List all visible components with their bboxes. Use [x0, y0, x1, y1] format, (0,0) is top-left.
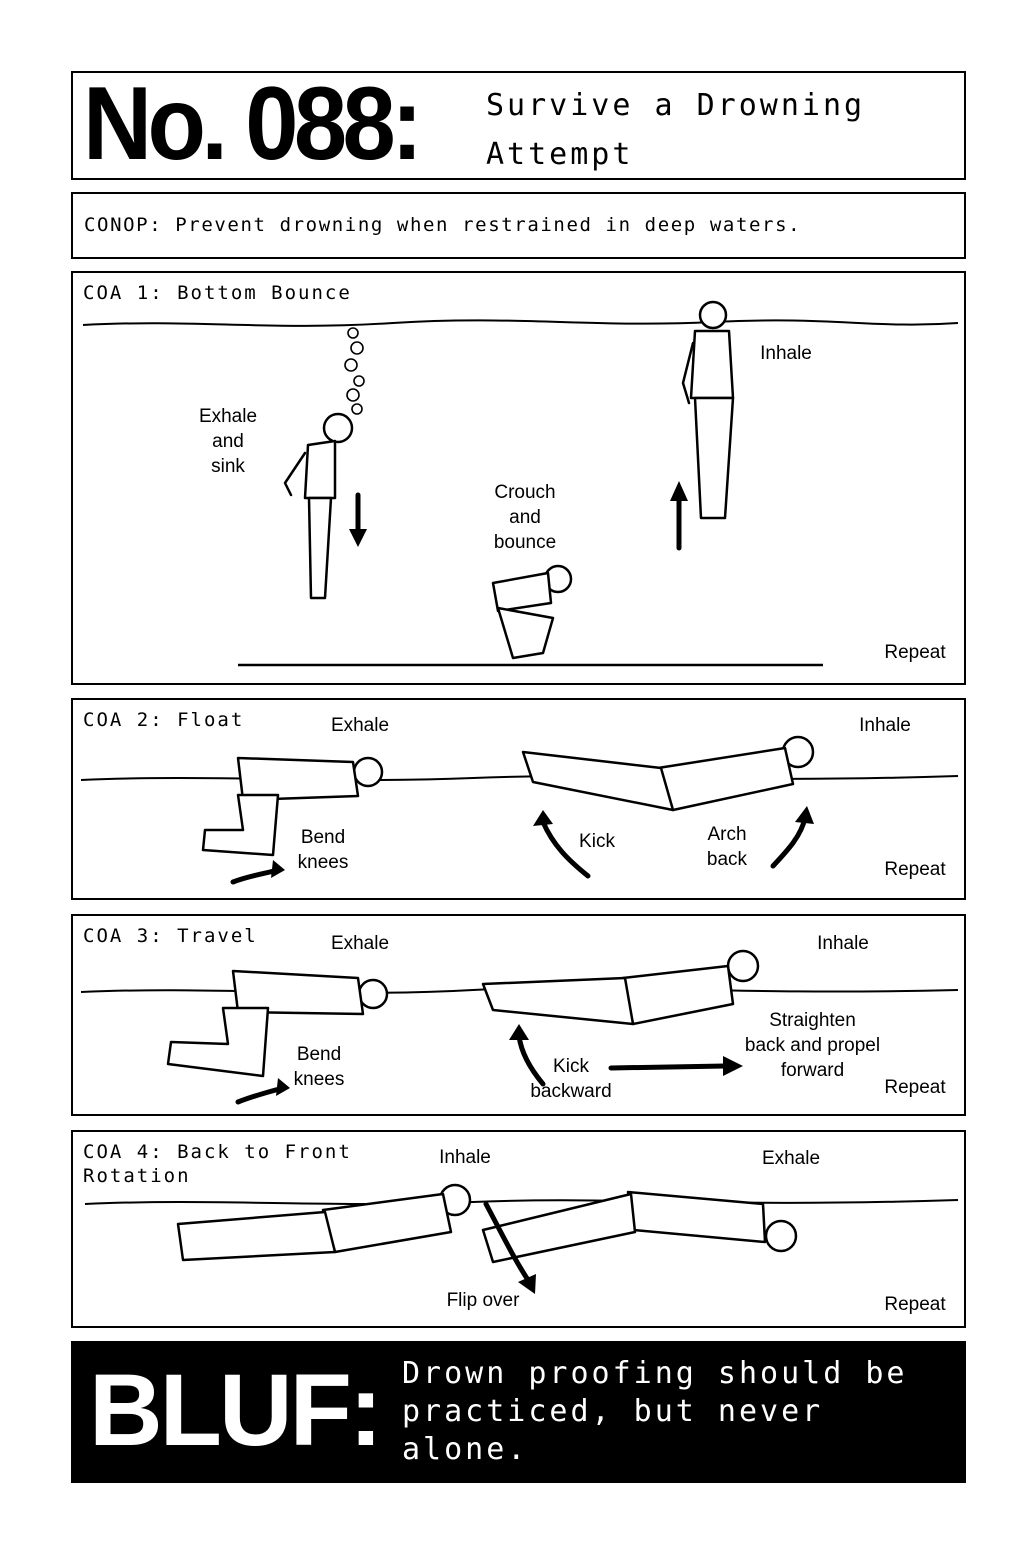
coa-3-illustration [80, 949, 959, 1105]
rising-man-figure [681, 300, 735, 520]
back-floating-man-figure [176, 1183, 472, 1262]
coa-4-label-inhale: Inhale [439, 1147, 491, 1168]
crouching-man-figure [491, 564, 573, 660]
doc-title: Survive a Drowning Attempt [486, 88, 866, 172]
gliding-man-figure [481, 949, 760, 1026]
water-surface [80, 986, 959, 994]
coa-2-label-inhale: Inhale [859, 715, 911, 736]
coa-2-heading: COA 2: Float [83, 709, 245, 731]
water-surface [84, 1199, 959, 1205]
coa-2-label-repeat: Repeat [884, 859, 946, 880]
floating-man-figure [201, 756, 384, 857]
coa-3-label-repeat: Repeat [884, 1077, 946, 1098]
coa-1-panel: COA 1: Bottom Bounce Exhale and [71, 271, 966, 685]
coa-1-label-repeat: Repeat [884, 642, 946, 663]
conop-box: CONOP: Prevent drowning when restrained … [71, 192, 966, 259]
coa-2-label-exhale: Exhale [330, 715, 390, 736]
coa-4-heading: COA 4: Back to Front Rotation [83, 1141, 352, 1187]
coa-4-label-repeat: Repeat [884, 1294, 946, 1315]
title-box: No. 088: Survive a Drowning Attempt [71, 66, 966, 182]
coa-1-illustration [82, 300, 959, 667]
floating-man-figure [166, 969, 389, 1078]
sinking-man-figure [283, 412, 354, 600]
bubbles-trail [344, 327, 365, 415]
front-floating-man-figure [481, 1190, 798, 1264]
coa-3-panel: COA 3: Travel Exhale Inhale Bend knees K… [71, 914, 966, 1116]
bluf-label: BLUF: [89, 1353, 383, 1467]
coa-3-label-kick: Kick backward [530, 1056, 612, 1102]
coa-3-label-inhale: Inhale [817, 933, 869, 954]
coa-4-illustration [84, 1183, 959, 1294]
kicking-man-figure [521, 735, 815, 812]
coa-4-label-exhale: Exhale [761, 1148, 821, 1169]
doc-number: No. 088: [83, 66, 423, 182]
conop-text: CONOP: Prevent drowning when restrained … [84, 214, 802, 236]
bluf-box: BLUF: Drown proofing should be practiced… [71, 1341, 966, 1483]
coa-3-heading: COA 3: Travel [83, 925, 258, 947]
coa-3-label-bend: Bend knees [293, 1044, 345, 1090]
coa-4-label-flip: Flip over [446, 1290, 520, 1311]
coa-1-heading: COA 1: Bottom Bounce [83, 282, 352, 304]
coa-4-panel: COA 4: Back to Front Rotation Inhale Exh… [71, 1130, 966, 1328]
water-surface [82, 319, 959, 327]
coa-1-label-exhale: Exhale and sink [198, 406, 258, 477]
coa-2-panel: COA 2: Float Exhale Inhale Bend knees Ki… [71, 698, 966, 900]
coa-2-label-arch: Arch back [706, 824, 748, 870]
bluf-text: Drown proofing should be practiced, but … [402, 1356, 908, 1467]
coa-1-label-crouch: Crouch and bounce [493, 482, 557, 553]
coa-1-label-inhale: Inhale [760, 343, 812, 364]
coa-2-illustration [80, 735, 959, 885]
coa-2-label-bend: Bend knees [297, 827, 349, 873]
coa-3-label-exhale: Exhale [330, 933, 390, 954]
water-surface [80, 775, 959, 781]
coa-3-label-straighten: Straighten back and propel forward [744, 1010, 881, 1081]
coa-2-label-kick: Kick [579, 831, 615, 852]
